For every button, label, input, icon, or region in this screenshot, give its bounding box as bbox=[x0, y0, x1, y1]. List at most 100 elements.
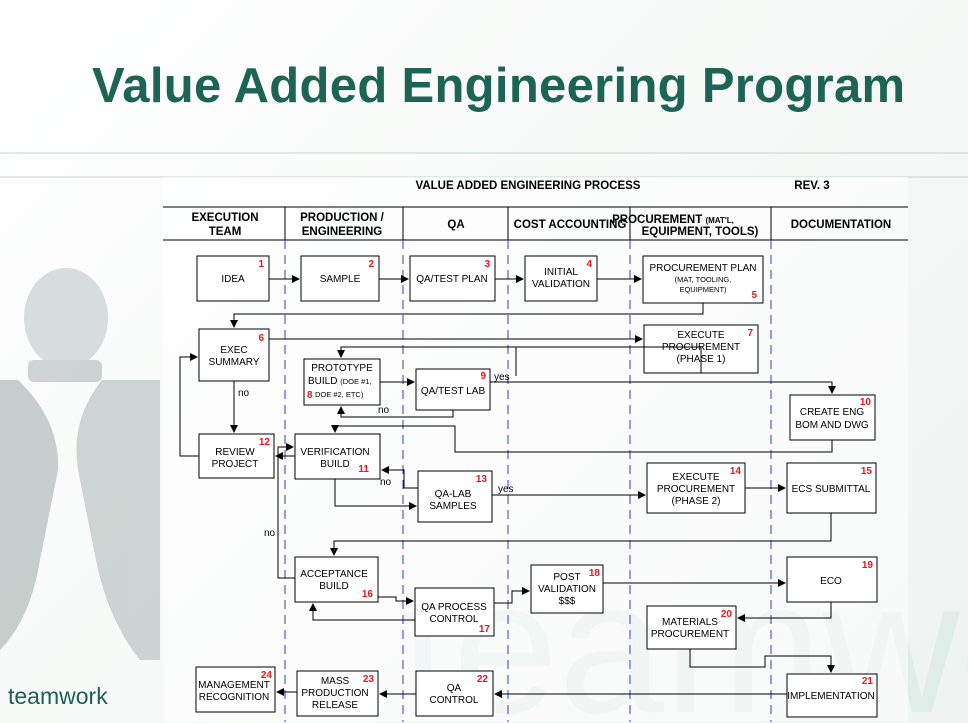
chess-pawn-graphic bbox=[0, 268, 160, 660]
step-18-post-validation: POST VALIDATION $$$ 18 bbox=[530, 564, 604, 614]
svg-text:(PHASE 2): (PHASE 2) bbox=[672, 496, 721, 507]
svg-text:20: 20 bbox=[721, 609, 733, 620]
svg-text:QA: QA bbox=[447, 683, 462, 694]
svg-text:QA PROCESS: QA PROCESS bbox=[421, 602, 487, 613]
column-header-production: PRODUCTION / bbox=[300, 212, 385, 224]
svg-text:VERIFICATION: VERIFICATION bbox=[300, 447, 369, 458]
step-10-create-eng-bom: CREATE ENG BOM AND DWG 10 bbox=[789, 394, 876, 441]
svg-text:SAMPLE: SAMPLE bbox=[320, 274, 361, 285]
step-5-procurement-plan: PROCUREMENT PLAN (MAT, TOOLING, EQUIPMEN… bbox=[642, 255, 764, 304]
column-header-production-2: ENGINEERING bbox=[302, 226, 383, 238]
teamwork-logo: teamwork bbox=[8, 683, 108, 709]
svg-text:21: 21 bbox=[862, 676, 874, 687]
step-13-qa-lab-samples: QA-LAB SAMPLES 13 bbox=[417, 470, 493, 523]
svg-text:PROJECT: PROJECT bbox=[212, 459, 259, 470]
svg-text:MASS: MASS bbox=[321, 676, 350, 687]
step-24-management-recognition: MANAGEMENT RECOGNITION 24 bbox=[195, 666, 276, 713]
svg-text:QA/TEST PLAN: QA/TEST PLAN bbox=[416, 274, 488, 285]
column-header-procurement-2: EQUIPMENT, TOOLS) bbox=[642, 226, 759, 238]
svg-text:15: 15 bbox=[861, 466, 873, 477]
svg-text:$$$: $$$ bbox=[559, 596, 576, 607]
svg-text:CREATE ENG: CREATE ENG bbox=[800, 407, 864, 418]
flow-connectors bbox=[179, 275, 836, 698]
column-header-cost: COST ACCOUNTING bbox=[514, 219, 627, 231]
svg-text:MANAGEMENT: MANAGEMENT bbox=[198, 680, 270, 691]
step-4-initial-validation: INITIAL VALIDATION 4 bbox=[524, 255, 598, 302]
svg-text:14: 14 bbox=[730, 466, 742, 477]
svg-text:12: 12 bbox=[259, 437, 271, 448]
svg-text:SUMMARY: SUMMARY bbox=[209, 357, 260, 368]
svg-text:10: 10 bbox=[860, 397, 872, 408]
svg-text:RELEASE: RELEASE bbox=[312, 700, 358, 711]
diagram-title: VALUE ADDED ENGINEERING PROCESS bbox=[416, 180, 641, 192]
svg-text:RECOGNITION: RECOGNITION bbox=[199, 692, 270, 703]
svg-text:3: 3 bbox=[484, 259, 490, 270]
svg-text:4: 4 bbox=[586, 259, 592, 270]
edge-label-no-16: no bbox=[264, 528, 276, 539]
svg-text:IDEA: IDEA bbox=[221, 274, 245, 285]
svg-text:DOE #2, ETC): DOE #2, ETC) bbox=[315, 390, 364, 399]
svg-text:PROCUREMENT: PROCUREMENT bbox=[651, 629, 729, 640]
svg-text:QA-LAB: QA-LAB bbox=[435, 489, 472, 500]
svg-text:7: 7 bbox=[747, 328, 753, 339]
step-11-verification-build: VERIFICATION BUILD 11 bbox=[294, 433, 381, 480]
svg-text:5: 5 bbox=[751, 290, 757, 301]
step-20-materials-procurement: MATERIALS PROCUREMENT 20 bbox=[646, 605, 737, 650]
edge-label-no-13: no bbox=[380, 477, 392, 488]
svg-text:BUILD: BUILD bbox=[319, 581, 348, 592]
svg-text:13: 13 bbox=[476, 474, 488, 485]
step-2-sample: SAMPLE 2 bbox=[300, 255, 380, 302]
svg-text:PROCUREMENT: PROCUREMENT bbox=[657, 484, 735, 495]
edge-label-yes-9: yes bbox=[494, 372, 510, 383]
svg-text:11: 11 bbox=[358, 464, 369, 475]
revision-label: REV. 3 bbox=[794, 180, 829, 192]
step-23-mass-production-release: MASS PRODUCTION RELEASE 23 bbox=[296, 670, 379, 717]
svg-text:QA/TEST LAB: QA/TEST LAB bbox=[421, 386, 486, 397]
svg-text:POST: POST bbox=[553, 572, 580, 583]
svg-text:BOM AND DWG: BOM AND DWG bbox=[795, 420, 869, 431]
column-separators bbox=[284, 207, 772, 722]
step-3-qa-test-plan: QA/TEST PLAN 3 bbox=[409, 255, 496, 302]
edge-label-yes-13: yes bbox=[498, 484, 514, 495]
svg-text:EQUIPMENT): EQUIPMENT) bbox=[679, 285, 727, 294]
svg-text:22: 22 bbox=[477, 674, 489, 685]
svg-text:VALIDATION: VALIDATION bbox=[532, 279, 590, 290]
step-9-qa-test-lab: QA/TEST LAB 9 bbox=[415, 368, 491, 411]
svg-text:23: 23 bbox=[363, 674, 375, 685]
step-6-exec-summary: EXEC SUMMARY 6 bbox=[198, 328, 270, 382]
svg-text:EXECUTE: EXECUTE bbox=[672, 472, 720, 483]
svg-text:2: 2 bbox=[368, 259, 374, 270]
svg-text:17: 17 bbox=[479, 624, 491, 635]
column-header-execution-2: TEAM bbox=[209, 226, 242, 238]
svg-text:CONTROL: CONTROL bbox=[430, 695, 479, 706]
svg-text:PROCUREMENT PLAN: PROCUREMENT PLAN bbox=[649, 263, 756, 274]
svg-text:ECS SUBMITTAL: ECS SUBMITTAL bbox=[792, 484, 871, 495]
svg-text:SAMPLES: SAMPLES bbox=[429, 501, 477, 512]
svg-text:PRODUCTION: PRODUCTION bbox=[301, 688, 368, 699]
step-21-implementation: IMPLEMENTATION 21 bbox=[786, 673, 878, 718]
step-19-eco: ECO 19 bbox=[786, 556, 878, 603]
svg-text:INITIAL: INITIAL bbox=[544, 267, 578, 278]
svg-text:EXECUTE: EXECUTE bbox=[677, 330, 725, 341]
svg-text:ACCEPTANCE: ACCEPTANCE bbox=[300, 569, 368, 580]
svg-text:24: 24 bbox=[261, 670, 273, 681]
step-14-execute-procurement-phase-2: EXECUTE PROCUREMENT (PHASE 2) 14 bbox=[646, 462, 746, 514]
svg-text:8: 8 bbox=[307, 390, 313, 401]
step-15-ecs-submittal: ECS SUBMITTAL 15 bbox=[786, 462, 877, 514]
svg-text:(MAT, TOOLING,: (MAT, TOOLING, bbox=[675, 275, 732, 284]
step-22-qa-control: QA CONTROL 22 bbox=[415, 670, 494, 717]
svg-text:BUILD (DOE #1,: BUILD (DOE #1, bbox=[308, 376, 372, 387]
step-8-prototype-build: PROTOTYPE BUILD (DOE #1, 8 DOE #2, ETC) bbox=[303, 358, 381, 406]
step-17-qa-process-control: QA PROCESS CONTROL 17 bbox=[414, 587, 495, 637]
column-header-documentation: DOCUMENTATION bbox=[791, 219, 892, 231]
svg-text:18: 18 bbox=[589, 568, 601, 579]
svg-text:19: 19 bbox=[862, 560, 874, 571]
column-header-execution: EXECUTION bbox=[191, 212, 258, 224]
svg-text:16: 16 bbox=[362, 589, 374, 600]
step-12-review-project: REVIEW PROJECT 12 bbox=[198, 433, 275, 479]
svg-text:1: 1 bbox=[258, 259, 264, 270]
column-header-procurement: PROCUREMENT (MAT'L, bbox=[612, 214, 734, 226]
edge-label-no-9: no bbox=[378, 405, 390, 416]
column-header-qa: QA bbox=[447, 219, 464, 231]
